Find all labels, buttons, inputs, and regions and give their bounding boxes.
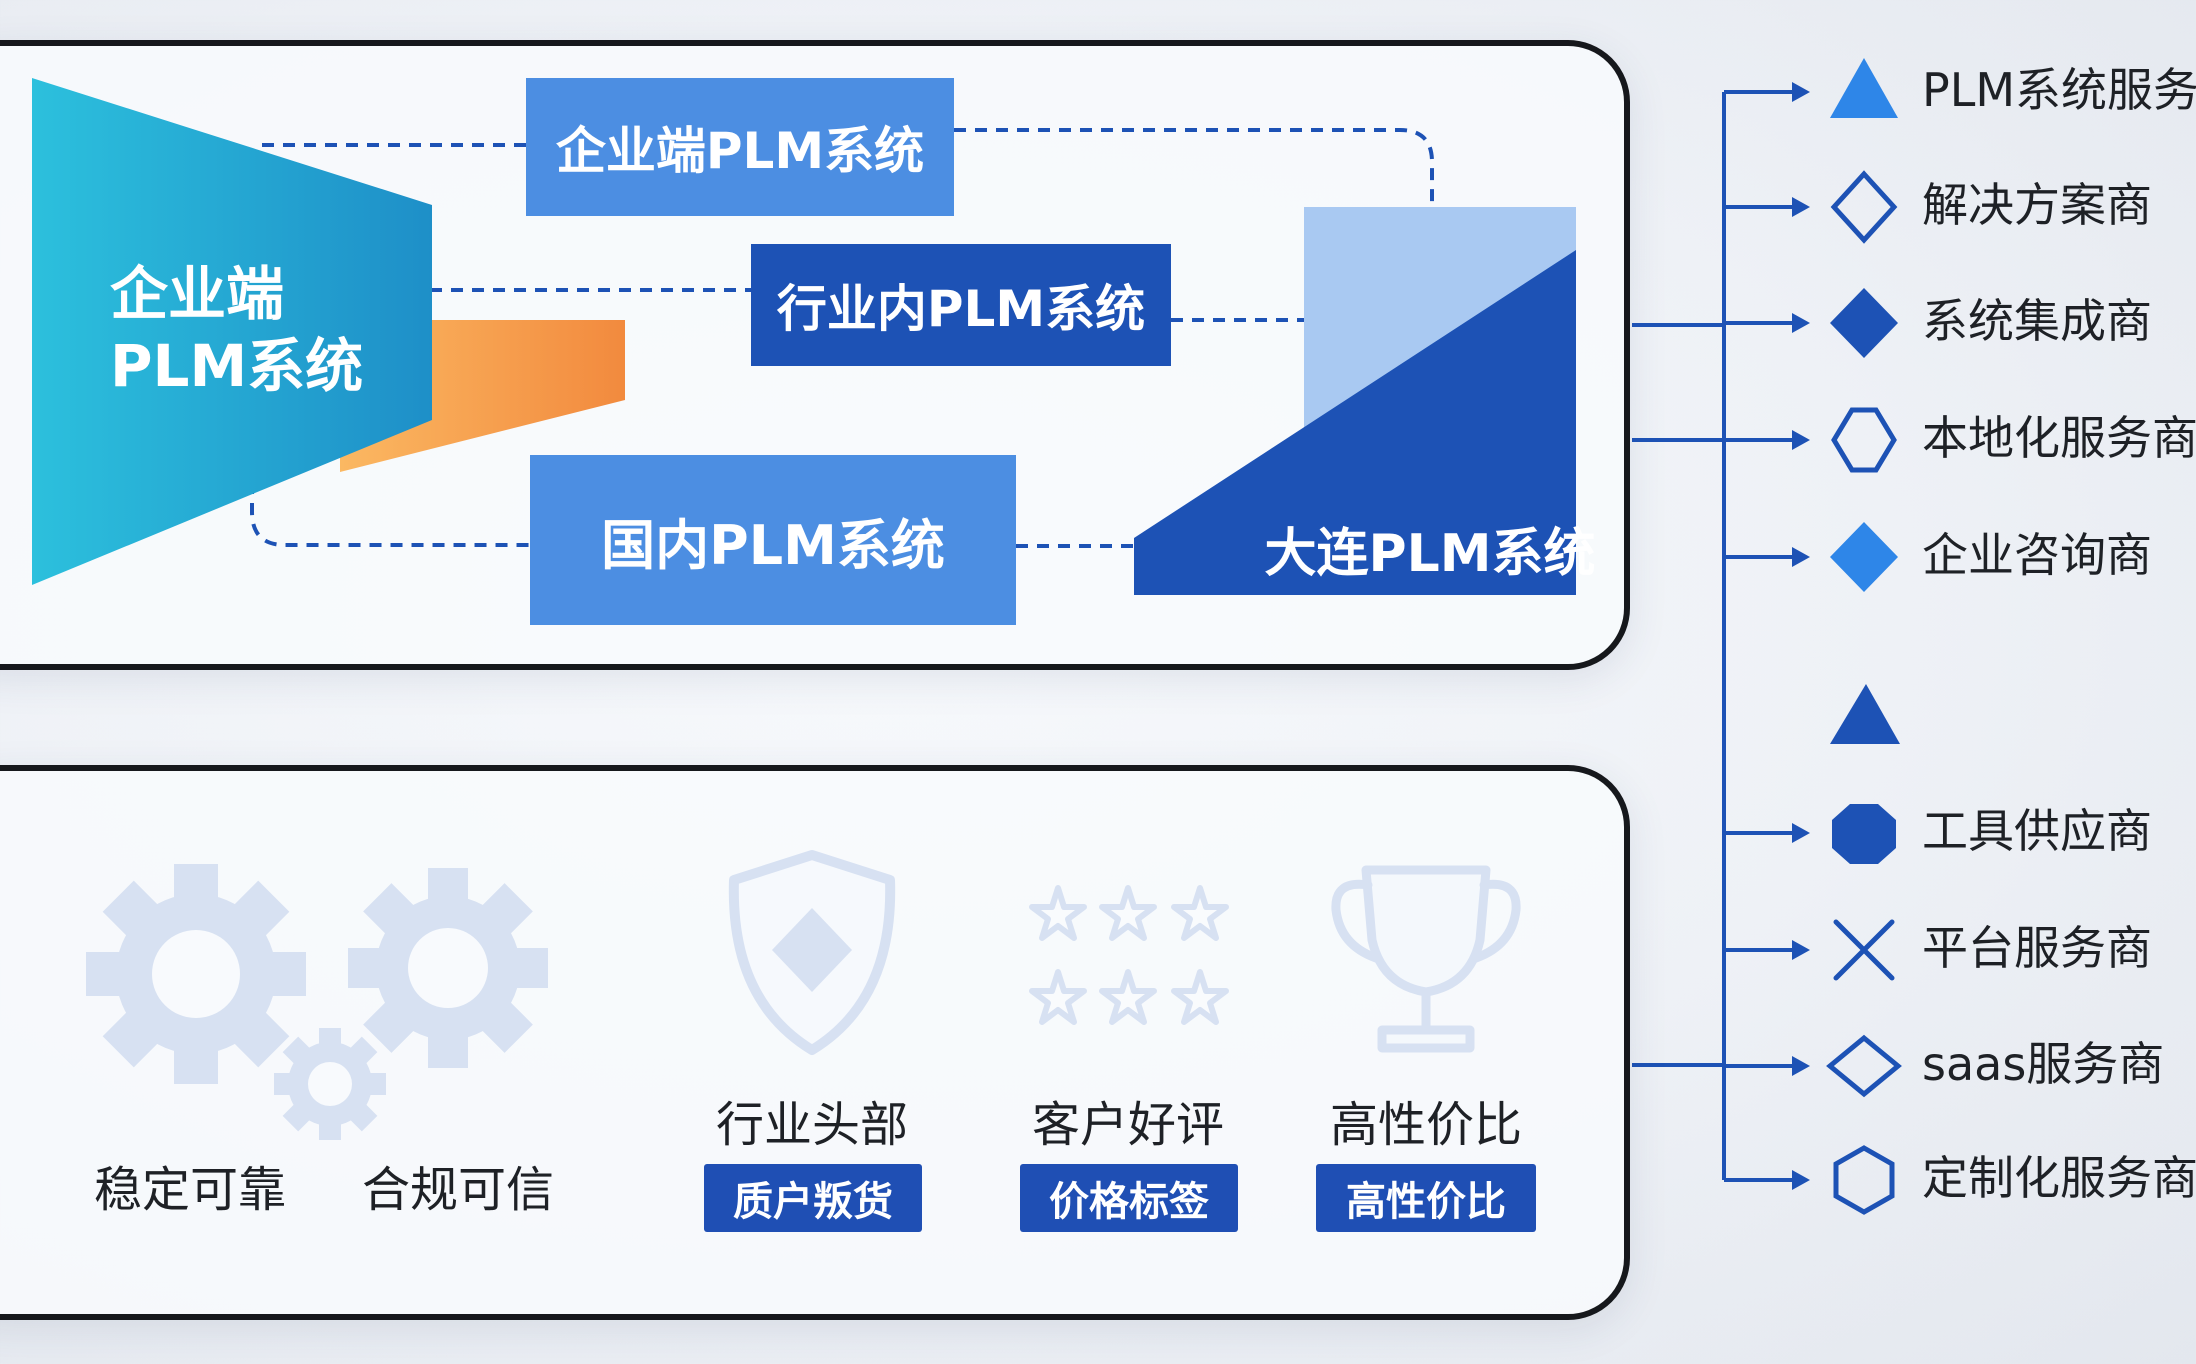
enterprise-funnel — [32, 78, 432, 585]
diamond-wide-outline-icon — [1826, 1034, 1902, 1098]
diamond-outline-icon — [1830, 170, 1898, 244]
legend-item-system-integrator: 系统集成商 — [1922, 294, 2152, 348]
diamond-filled-icon — [1830, 288, 1898, 358]
funnel-label-line1: 企业端 — [110, 260, 285, 328]
arrow-8 — [1724, 1056, 1810, 1076]
legend-item-platform-service: 平台服务商 — [1922, 921, 2152, 975]
hexagon-outline-icon — [1833, 1145, 1895, 1215]
enterprise-plm-box: 企业端PLM系统 — [526, 78, 954, 216]
arrow-4 — [1724, 430, 1810, 450]
triangle-filled-icon — [1830, 58, 1898, 118]
arrow-3 — [1724, 313, 1810, 333]
stable-reliable-label: 稳定可靠 — [93, 1162, 286, 1218]
connector-bottom — [250, 440, 1140, 548]
industry-leader-tag: 质户叛货 — [704, 1164, 922, 1232]
arrow-5 — [1724, 547, 1810, 567]
cross-icon — [1833, 919, 1895, 981]
diamond-filled-light-icon — [1830, 522, 1898, 592]
funnel-label: 企业端 PLM系统 — [110, 258, 410, 402]
customer-praise-label: 客户好评 — [1031, 1097, 1224, 1153]
price-tag: 价格标签 — [1020, 1164, 1238, 1232]
arrow-1 — [1724, 82, 1810, 102]
hexagon-filled-icon — [1832, 804, 1896, 864]
legend-item-plm-provider: PLM系统服务商 — [1922, 63, 2196, 117]
arrow-7 — [1724, 940, 1810, 960]
arrow-2 — [1724, 197, 1810, 217]
cost-effective-label: 高性价比 — [1329, 1097, 1522, 1153]
industry-leader-label: 行业头部 — [715, 1097, 908, 1153]
diamond-notched-outline-icon — [1831, 407, 1897, 473]
legend-item-custom-service: 定制化服务商 — [1922, 1151, 2196, 1205]
funnel-label-line2: PLM系统 — [110, 332, 364, 400]
arrow-6 — [1724, 823, 1810, 843]
legend-item-saas-service: saas服务商 — [1922, 1037, 2165, 1091]
dalian-block-triangle — [1134, 250, 1576, 595]
industry-plm-box: 行业内PLM系统 — [751, 244, 1171, 366]
cost-effective-tag: 高性价比 — [1316, 1164, 1536, 1232]
legend-item-local-service: 本地化服务商 — [1922, 411, 2196, 465]
arrow-9 — [1724, 1170, 1810, 1190]
legend-item-solution-provider: 解决方案商 — [1922, 178, 2152, 232]
compliant-trusted-label: 合规可信 — [361, 1162, 554, 1218]
legend-item-consulting: 企业咨询商 — [1922, 528, 2152, 582]
domestic-plm-box: 国内PLM系统 — [530, 455, 1016, 625]
connector-top — [262, 128, 1434, 320]
triangle-filled-icon — [1830, 684, 1900, 744]
bottom-panel — [0, 765, 1630, 1320]
dalian-plm-label: 大连PLM系统 — [1264, 524, 1596, 584]
legend-item-tool-supplier: 工具供应商 — [1922, 804, 2152, 858]
